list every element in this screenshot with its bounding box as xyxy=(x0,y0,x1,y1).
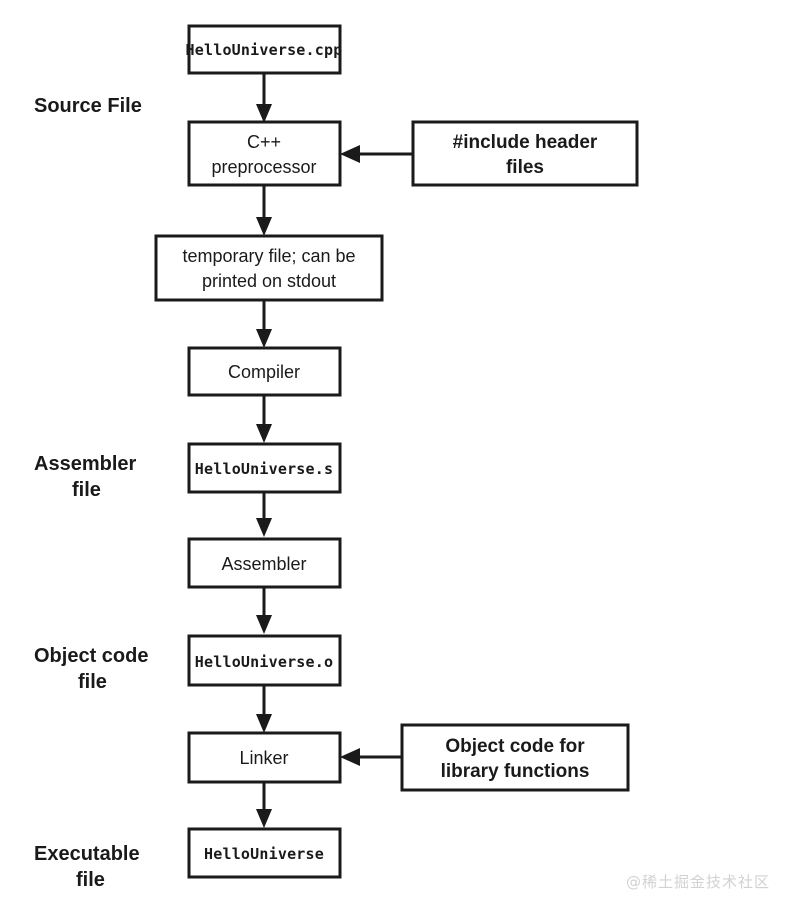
side-label-object-code-file: Object code file xyxy=(34,645,148,693)
connector-object-code-library-to-linker xyxy=(340,748,402,766)
side-label-executable-file: Executable file xyxy=(34,843,140,891)
node-compiler-label: Compiler xyxy=(228,362,300,382)
side-label-object-code-file-line-1: Object code xyxy=(34,645,148,667)
node-hellouniverse-o-label: HelloUniverse.o xyxy=(195,653,333,671)
node-include-header-files-line-2: files xyxy=(506,157,544,178)
node-hellouniverse-cpp-label: HelloUniverse.cpp xyxy=(186,41,343,59)
node-object-code-library-line-2: library functions xyxy=(441,761,590,782)
connector-hellouniverse-o-to-linker xyxy=(256,685,272,733)
side-label-source-file: Source File xyxy=(34,95,142,117)
node-cpp-preprocessor-line-1: C++ xyxy=(247,132,281,152)
node-hellouniverse-s-label: HelloUniverse.s xyxy=(195,460,333,478)
node-object-code-library[interactable]: Object code for library functions xyxy=(400,723,630,792)
side-label-assembler-file: Assembler file xyxy=(34,453,136,501)
connector-hellouniverse-s-to-assembler xyxy=(256,492,272,537)
node-linker[interactable]: Linker xyxy=(187,731,342,784)
node-assembler-label: Assembler xyxy=(221,554,306,574)
side-label-executable-file-line-2: file xyxy=(76,869,105,891)
side-label-source-file-line-1: Source File xyxy=(34,95,142,117)
connector-temporary-file-to-compiler xyxy=(256,300,272,348)
connector-include-header-files-to-preprocessor xyxy=(340,145,413,163)
node-cpp-preprocessor[interactable]: C++ preprocessor xyxy=(187,120,342,187)
connector-assembler-to-hellouniverse-o xyxy=(256,587,272,634)
connector-compiler-to-hellouniverse-s xyxy=(256,395,272,443)
watermark: @稀土掘金技术社区 xyxy=(625,873,770,891)
node-include-header-files[interactable]: #include header files xyxy=(411,120,639,187)
node-assembler[interactable]: Assembler xyxy=(187,537,342,589)
node-temporary-file-line-1: temporary file; can be xyxy=(182,246,355,266)
node-hellouniverse-o[interactable]: HelloUniverse.o xyxy=(187,634,342,687)
node-hellouniverse-s[interactable]: HelloUniverse.s xyxy=(187,442,342,494)
connector-preprocessor-to-temporary-file xyxy=(256,185,272,236)
node-include-header-files-line-1: #include header xyxy=(453,132,598,153)
side-label-executable-file-line-1: Executable xyxy=(34,843,140,865)
node-cpp-preprocessor-line-2: preprocessor xyxy=(211,157,316,177)
node-hellouniverse-cpp[interactable]: HelloUniverse.cpp xyxy=(186,24,343,75)
connector-linker-to-hellouniverse xyxy=(256,782,272,828)
node-hellouniverse-label: HelloUniverse xyxy=(204,845,324,863)
node-compiler[interactable]: Compiler xyxy=(187,346,342,397)
side-label-object-code-file-line-2: file xyxy=(78,671,107,693)
node-object-code-library-line-1: Object code for xyxy=(445,736,585,757)
node-temporary-file-line-2: printed on stdout xyxy=(202,271,336,291)
connector-cpp-to-preprocessor xyxy=(256,73,272,123)
node-temporary-file[interactable]: temporary file; can be printed on stdout xyxy=(154,234,384,302)
side-label-assembler-file-line-1: Assembler xyxy=(34,453,136,475)
node-linker-label: Linker xyxy=(239,748,288,768)
node-hellouniverse[interactable]: HelloUniverse xyxy=(187,827,342,879)
side-label-assembler-file-line-2: file xyxy=(72,479,101,501)
